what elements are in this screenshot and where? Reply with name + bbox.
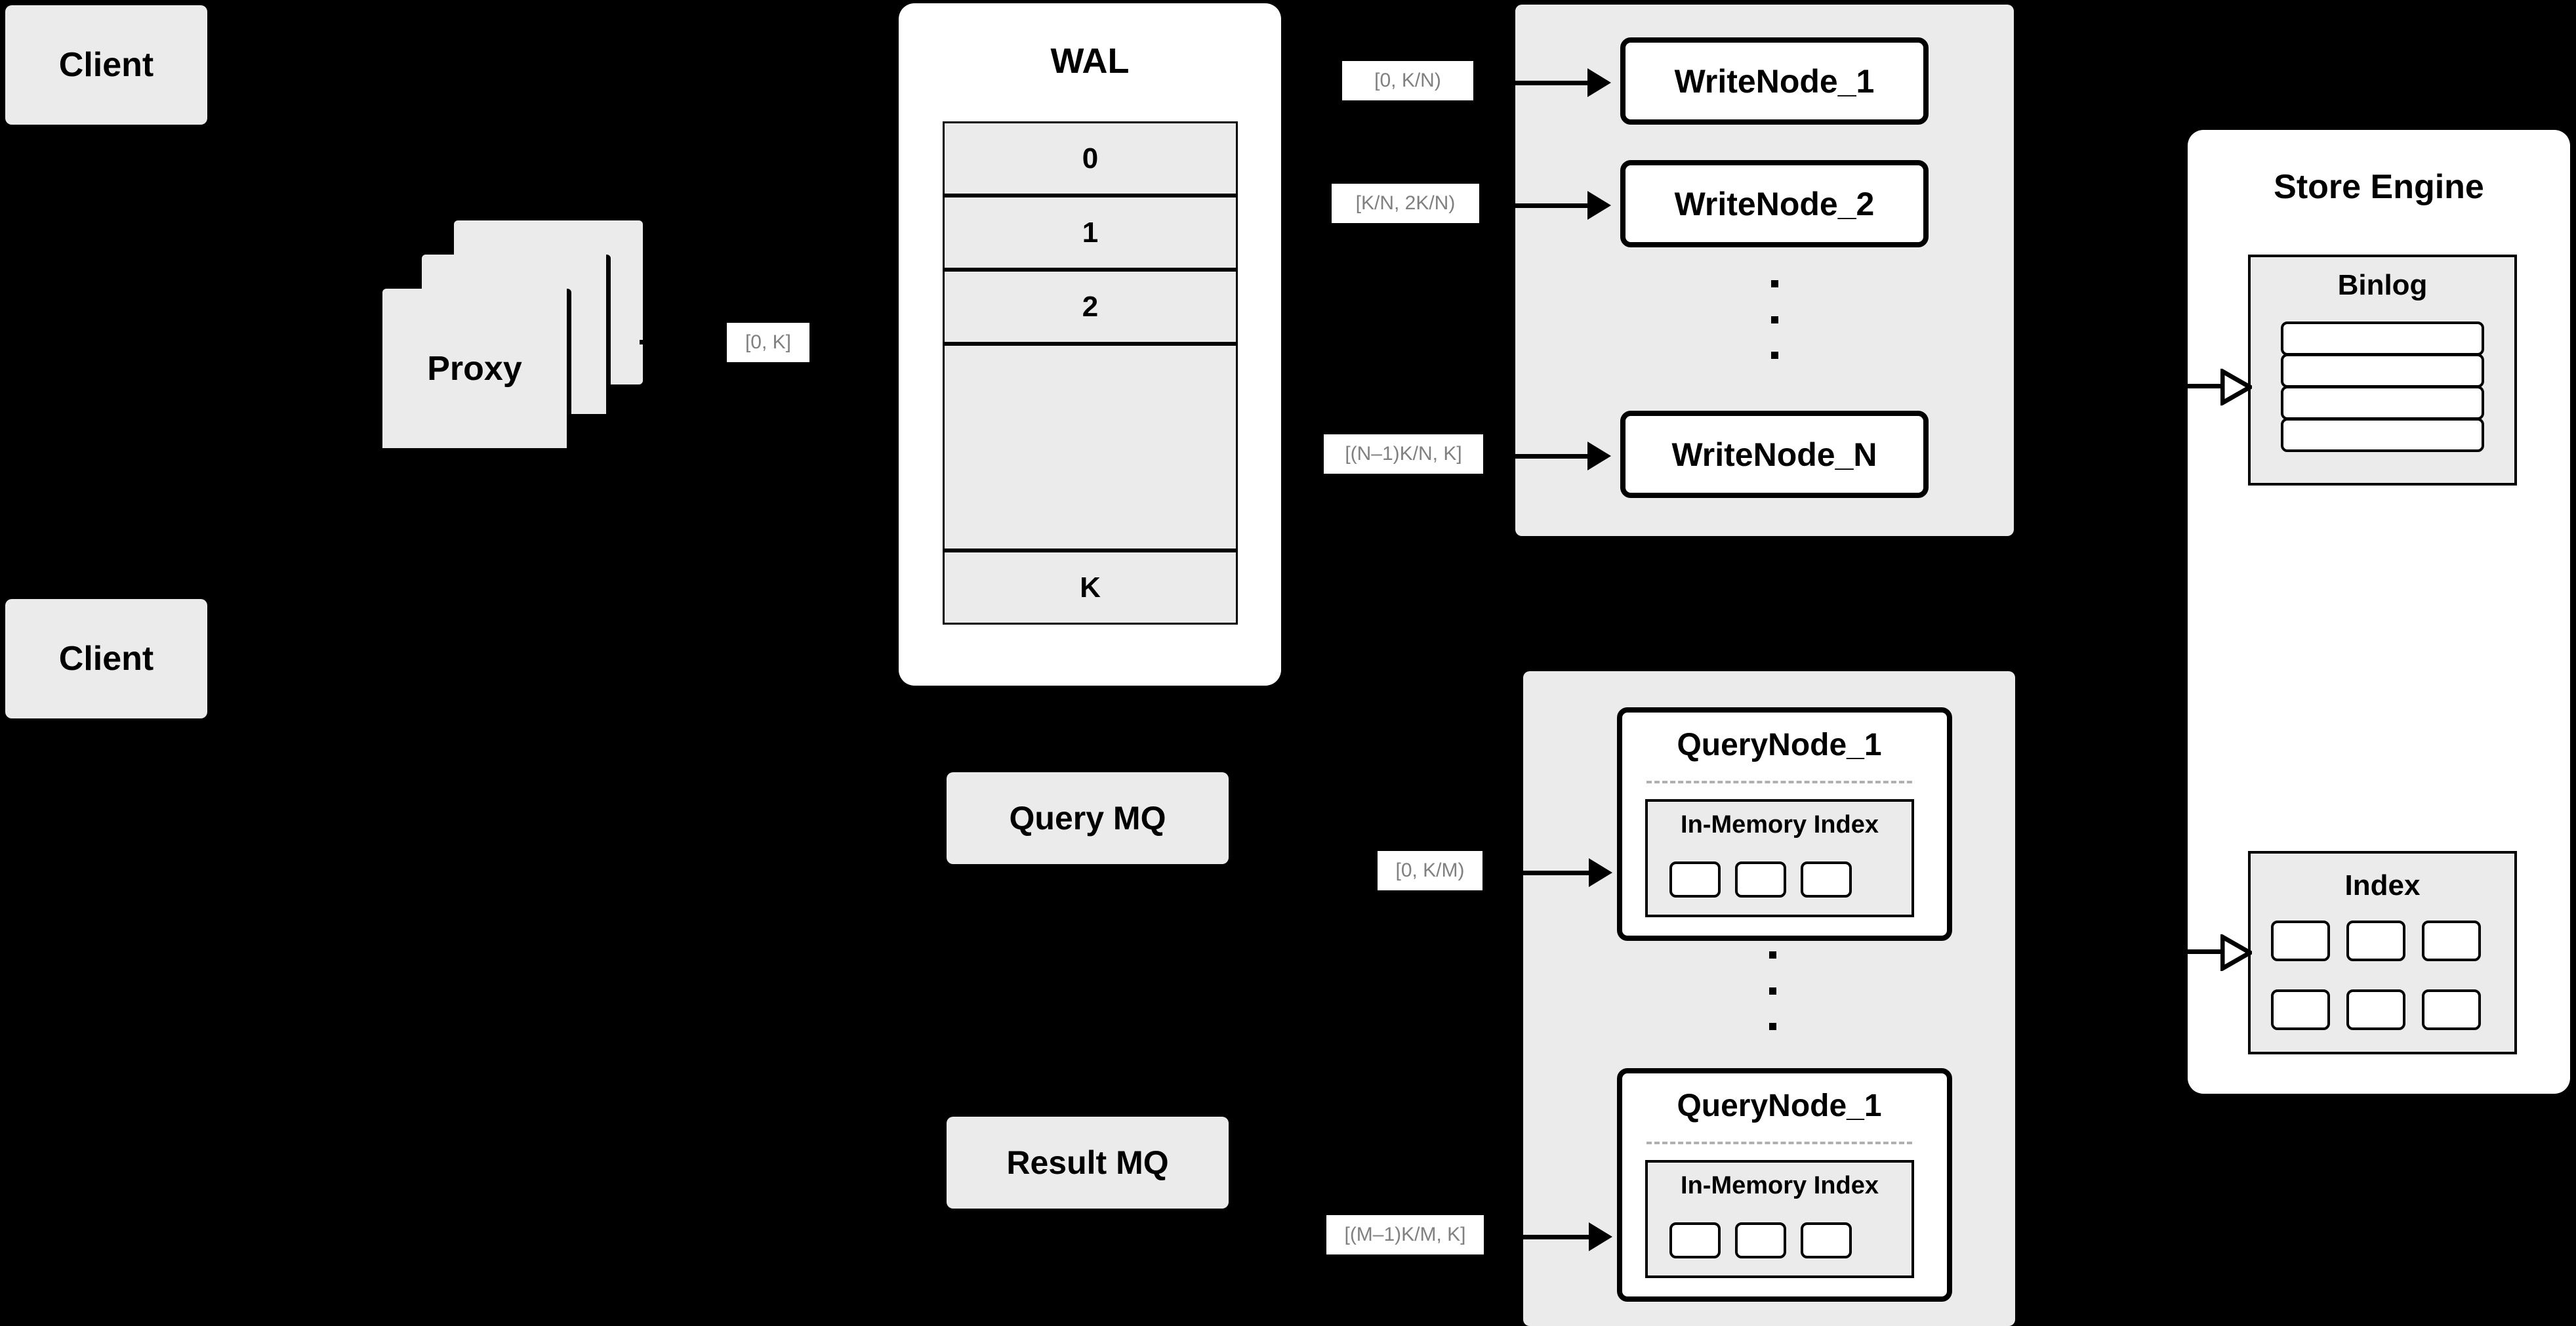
binlog-row[interactable] — [2281, 386, 2484, 420]
client-box-1[interactable]: Client — [5, 5, 207, 125]
query-node-1-index-slot[interactable] — [1669, 861, 1721, 898]
arrow-head-querynode-1 — [1589, 858, 1612, 887]
query-node-2-label: QueryNode_1 — [1677, 1088, 1882, 1123]
store-index-slot[interactable] — [2346, 989, 2405, 1030]
query-node-2-index-slot[interactable] — [1669, 1222, 1721, 1258]
wal-title: WAL — [1050, 41, 1130, 81]
arrow-head-writenode-2 — [1587, 191, 1611, 220]
hollow-triangle-icon — [2220, 367, 2255, 407]
arrow-line-binlog — [2184, 384, 2224, 388]
store-index-slot[interactable] — [2346, 921, 2405, 961]
binlog-row[interactable] — [2281, 321, 2484, 356]
arrow-line-querynode-2 — [1484, 1235, 1589, 1239]
write-node-1[interactable]: WriteNode_1 — [1620, 37, 1929, 125]
arrow-line-writenode-2 — [1479, 203, 1587, 208]
wal-row-0[interactable]: 0 — [943, 121, 1238, 196]
binlog-title: Binlog — [2337, 269, 2428, 301]
query-node-1-index-slot[interactable] — [1801, 861, 1852, 898]
arrow-line-querynode-1 — [1484, 871, 1589, 875]
query-node-2-index-slot[interactable] — [1801, 1222, 1852, 1258]
store-index-slot[interactable] — [2271, 921, 2330, 961]
query-node-vertical-ellipsis-icon — [1769, 951, 1776, 1030]
query-node-1-separator — [1646, 781, 1912, 783]
range-label-writenode-n: [(N–1)K/N, K] — [1324, 434, 1483, 474]
binlog-row[interactable] — [2281, 354, 2484, 388]
proxy-box[interactable]: Proxy — [382, 289, 571, 453]
range-label-querynode-1: [0, K/M) — [1378, 851, 1482, 890]
store-index-title: Index — [2344, 869, 2421, 901]
proxy-wal-connector — [640, 340, 666, 344]
query-node-1-in-memory-index-panel — [1645, 799, 1914, 917]
arrow-line-store-index — [2184, 949, 2224, 954]
arrow-head-writenode-1 — [1587, 68, 1611, 97]
query-node-1-label: QueryNode_1 — [1677, 728, 1882, 762]
wal-row-1[interactable]: 1 — [943, 196, 1238, 270]
query-node-2-in-memory-index-panel — [1645, 1160, 1914, 1278]
binlog-row[interactable] — [2281, 418, 2484, 452]
wal-row-2[interactable]: 2 — [943, 270, 1238, 344]
query-node-1-in-memory-index-title: In-Memory Index — [1681, 811, 1879, 839]
arrow-line-writenode-1 — [1476, 81, 1587, 85]
arrow-head-binlog — [2220, 367, 2255, 407]
store-engine-title: Store Engine — [2274, 168, 2484, 206]
write-node-2[interactable]: WriteNode_2 — [1620, 160, 1929, 247]
query-node-2-index-slot[interactable] — [1735, 1222, 1786, 1258]
proxy-label: Proxy — [427, 349, 522, 388]
query-node-2-separator — [1646, 1142, 1912, 1144]
range-label-writenode-1: [0, K/N) — [1342, 61, 1473, 100]
query-node-2-in-memory-index-title: In-Memory Index — [1681, 1172, 1879, 1199]
arrow-head-querynode-2 — [1589, 1222, 1612, 1251]
store-index-slot[interactable] — [2271, 989, 2330, 1030]
result-mq-box[interactable]: Result MQ — [947, 1117, 1229, 1209]
range-label-proxy: [0, K] — [727, 323, 809, 362]
query-mq-box[interactable]: Query MQ — [947, 772, 1229, 864]
wal-vertical-ellipsis-icon — [2027, 774, 2034, 846]
range-label-querynode-2: [(M–1)K/M, K] — [1326, 1215, 1484, 1254]
arrow-line-writenode-n — [1483, 454, 1587, 459]
range-label-writenode-2: [K/N, 2K/N) — [1332, 184, 1479, 223]
hollow-triangle-icon — [2220, 932, 2255, 973]
client-label: Client — [58, 640, 154, 678]
write-node-vertical-ellipsis-icon — [1771, 280, 1778, 359]
result-mq-label: Result MQ — [1006, 1144, 1169, 1181]
wal-row-K[interactable]: K — [943, 550, 1238, 625]
client-label: Client — [58, 46, 154, 84]
wal-row-ellipsis — [943, 344, 2034, 846]
client-box-2[interactable]: Client — [5, 599, 207, 718]
query-node-1-index-slot[interactable] — [1735, 861, 1786, 898]
arrow-head-writenode-n — [1587, 442, 1611, 470]
write-node-n[interactable]: WriteNode_N — [1620, 411, 1929, 498]
arrow-head-store-index — [2220, 932, 2255, 973]
query-mq-label: Query MQ — [1009, 800, 1166, 837]
store-index-slot[interactable] — [2422, 921, 2481, 961]
store-index-slot[interactable] — [2422, 989, 2481, 1030]
